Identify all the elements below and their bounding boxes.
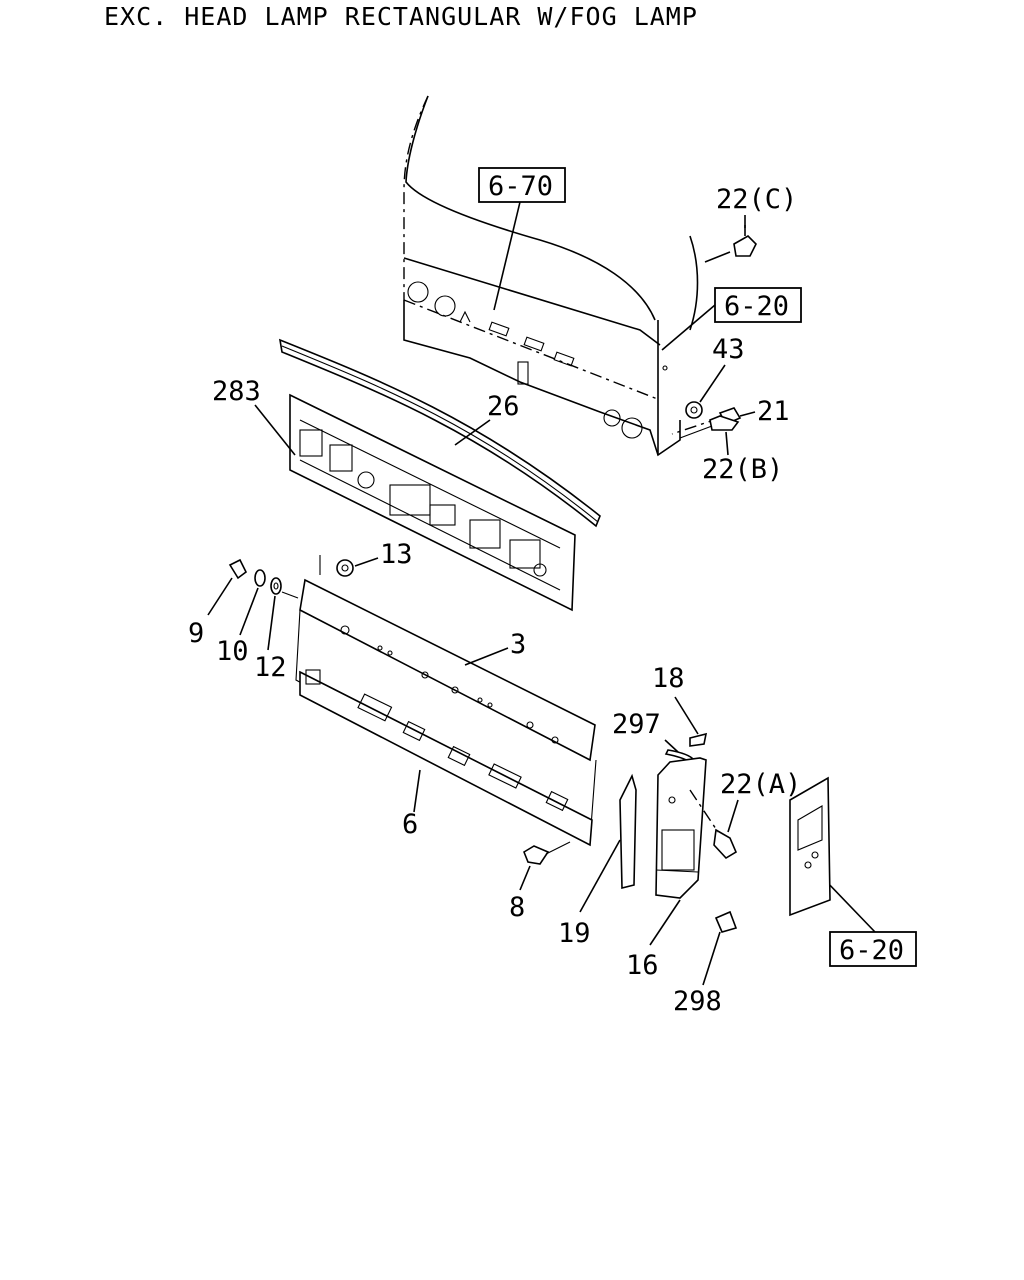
ref-box-6-20-bottom[interactable]	[829, 931, 917, 967]
bolt-22b[interactable]	[679, 415, 740, 439]
label-298: 298	[673, 986, 722, 1017]
cab-body	[403, 95, 699, 457]
label-13: 13	[380, 539, 413, 570]
clip-298[interactable]	[714, 910, 738, 933]
bracket-19[interactable]	[619, 773, 637, 890]
diagram-title: EXC. HEAD LAMP RECTANGULAR W/FOG LAMP	[104, 2, 698, 31]
nut-43[interactable]	[685, 401, 703, 419]
bolt-22a[interactable]	[689, 789, 738, 860]
label-6: 6	[402, 809, 418, 840]
label-12: 12	[254, 652, 287, 683]
bolt-9[interactable]	[228, 558, 248, 580]
clip-18[interactable]	[689, 732, 708, 747]
label-283: 283	[212, 376, 261, 407]
label-22b: 22(B)	[702, 454, 783, 485]
washer-12[interactable]	[270, 577, 282, 595]
label-10: 10	[216, 636, 249, 667]
nut-13[interactable]	[336, 559, 354, 577]
label-18: 18	[652, 663, 685, 694]
panel-6[interactable]	[299, 669, 593, 847]
panel-283[interactable]	[289, 393, 576, 612]
ref-box-6-20-top[interactable]	[714, 287, 802, 323]
label-19: 19	[558, 918, 591, 949]
label-21: 21	[757, 396, 790, 427]
label-22c: 22(C)	[716, 184, 797, 215]
side-panel[interactable]	[789, 776, 831, 917]
lamp-housing-16[interactable]	[655, 757, 707, 899]
label-9: 9	[188, 618, 204, 649]
label-8: 8	[509, 892, 525, 923]
label-297: 297	[612, 709, 661, 740]
screw-8[interactable]	[523, 841, 571, 865]
label-43: 43	[712, 334, 745, 365]
label-3: 3	[510, 629, 526, 660]
label-16: 16	[626, 950, 659, 981]
ref-label-6-20-bottom: 6-20	[839, 935, 904, 966]
ref-label-6-20-top: 6-20	[724, 291, 789, 322]
ref-box-6-70[interactable]	[478, 167, 566, 203]
weather-strip-26[interactable]	[278, 338, 601, 528]
label-26: 26	[487, 391, 520, 422]
clip-22c[interactable]	[733, 225, 757, 257]
washer-10[interactable]	[254, 569, 266, 587]
label-22a: 22(A)	[720, 769, 801, 800]
ref-label-6-70: 6-70	[488, 171, 553, 202]
